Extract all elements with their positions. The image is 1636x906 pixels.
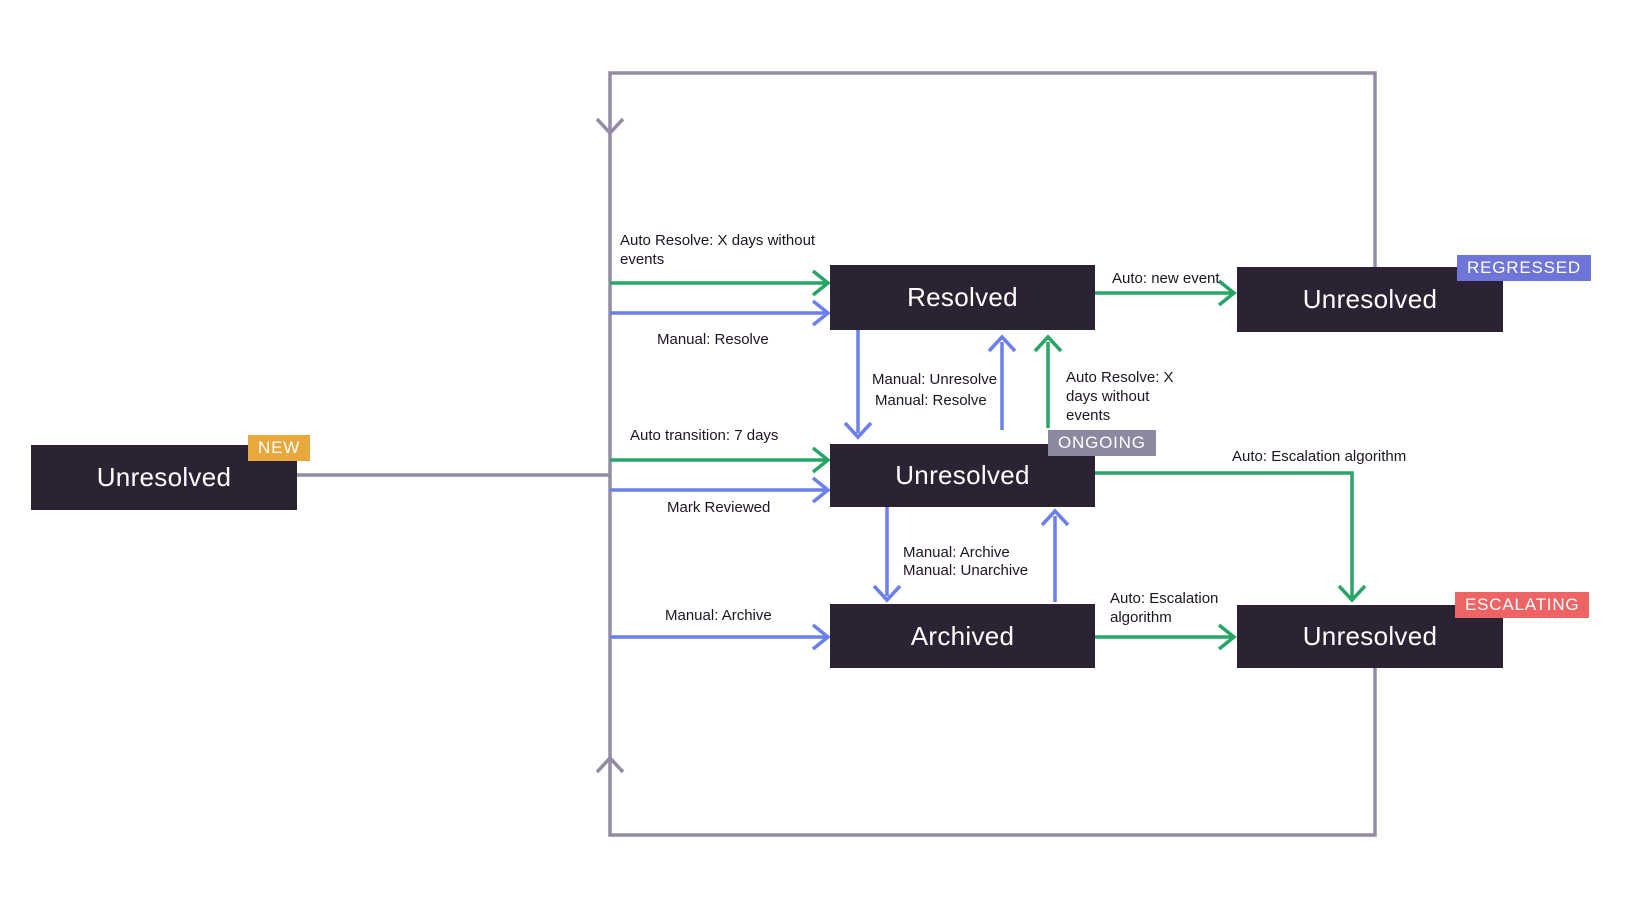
state-box-resolved: Resolved	[830, 265, 1095, 330]
edge-manual-archive-down-arrowhead-icon	[872, 584, 902, 603]
edge-auto-escalation-top-arrowhead-icon	[1337, 584, 1367, 603]
edge-label-line: Auto Resolve: X	[1066, 369, 1174, 386]
edge-auto-escalation-from-ongoing	[1095, 471, 1354, 597]
manual-edges	[610, 299, 1070, 651]
state-label: Unresolved	[1302, 284, 1438, 314]
state-label: Archived	[910, 620, 1015, 651]
loop-arrow-down-icon	[595, 117, 625, 136]
edge-label-line: events	[620, 251, 665, 268]
edge-label-manual-unarchive-mid: Manual: Unarchive	[903, 562, 1029, 579]
loop-line	[297, 71, 1377, 837]
edge-manual-unresolve-arrowhead-icon	[843, 421, 873, 440]
state-box-archived: Archived	[830, 604, 1095, 668]
state-label: Unresolved	[895, 460, 1030, 490]
edge-label-auto-transition: Auto transition: 7 days	[630, 427, 779, 444]
loop-arrow-up-icon	[595, 755, 625, 774]
status-badge-ongoing: ONGOING	[1048, 430, 1156, 456]
state-label: Unresolved	[96, 462, 232, 492]
status-badge-escalating: ESCALATING	[1455, 592, 1590, 618]
edge-auto-new-event-arrowhead-icon	[1217, 279, 1237, 307]
edge-label-auto-new-event: Auto: new event	[1112, 270, 1220, 287]
edge-label-manual-resolve-mid: Manual: Resolve	[875, 392, 987, 409]
edge-label-auto-escalation-top: Auto: Escalation algorithm	[1232, 448, 1407, 465]
edge-label-line: algorithm	[1110, 609, 1172, 626]
edge-auto-resolve-arrowhead-icon	[811, 269, 831, 297]
edge-label-line: days without	[1066, 388, 1150, 405]
edge-manual-unarchive-up-arrowhead-icon	[1040, 508, 1070, 527]
state-box-regressed-unresolved: Unresolved	[1237, 267, 1503, 332]
edge-label-line: Auto: Escalation	[1110, 590, 1219, 607]
edge-label-manual-archive-left: Manual: Archive	[665, 607, 772, 624]
edge-label-line: events	[1066, 407, 1111, 424]
edge-label-line: Auto Resolve: X days without	[620, 232, 816, 249]
edge-label-mark-reviewed: Mark Reviewed	[667, 499, 771, 516]
status-badge-new: NEW	[248, 435, 311, 461]
edge-label-auto-escalation-bottom: Auto: Escalation algorithm	[1110, 589, 1218, 627]
edge-label-manual-unresolve: Manual: Unresolve	[872, 371, 998, 388]
edge-label-auto-resolve-to-resolved: Auto Resolve: X days without events	[620, 231, 815, 269]
state-label: Resolved	[907, 282, 1018, 312]
edge-manual-archive-left-arrowhead-icon	[811, 623, 831, 651]
edge-manual-resolve-up-arrowhead-icon	[987, 334, 1017, 353]
edge-auto-resolve-up-arrowhead-icon	[1033, 334, 1063, 353]
state-box-escalating-unresolved: Unresolved	[1237, 605, 1503, 668]
edge-label-auto-resolve-up: Auto Resolve: X days without events	[1066, 368, 1174, 425]
edge-mark-reviewed-arrowhead-icon	[811, 476, 831, 504]
edge-auto-escalation-bottom-arrowhead-icon	[1217, 623, 1237, 651]
auto-edges	[610, 269, 1367, 651]
loop-rectangle-path	[608, 71, 1377, 837]
state-label: Unresolved	[1302, 621, 1438, 651]
edge-label-manual-resolve-to-resolved: Manual: Resolve	[657, 331, 769, 348]
edge-manual-resolve-arrowhead-icon	[811, 299, 831, 327]
edge-auto-transition-arrowhead-icon	[811, 446, 831, 474]
edge-label-manual-archive-mid: Manual: Archive	[903, 544, 1010, 561]
status-badge-regressed: REGRESSED	[1457, 255, 1591, 281]
